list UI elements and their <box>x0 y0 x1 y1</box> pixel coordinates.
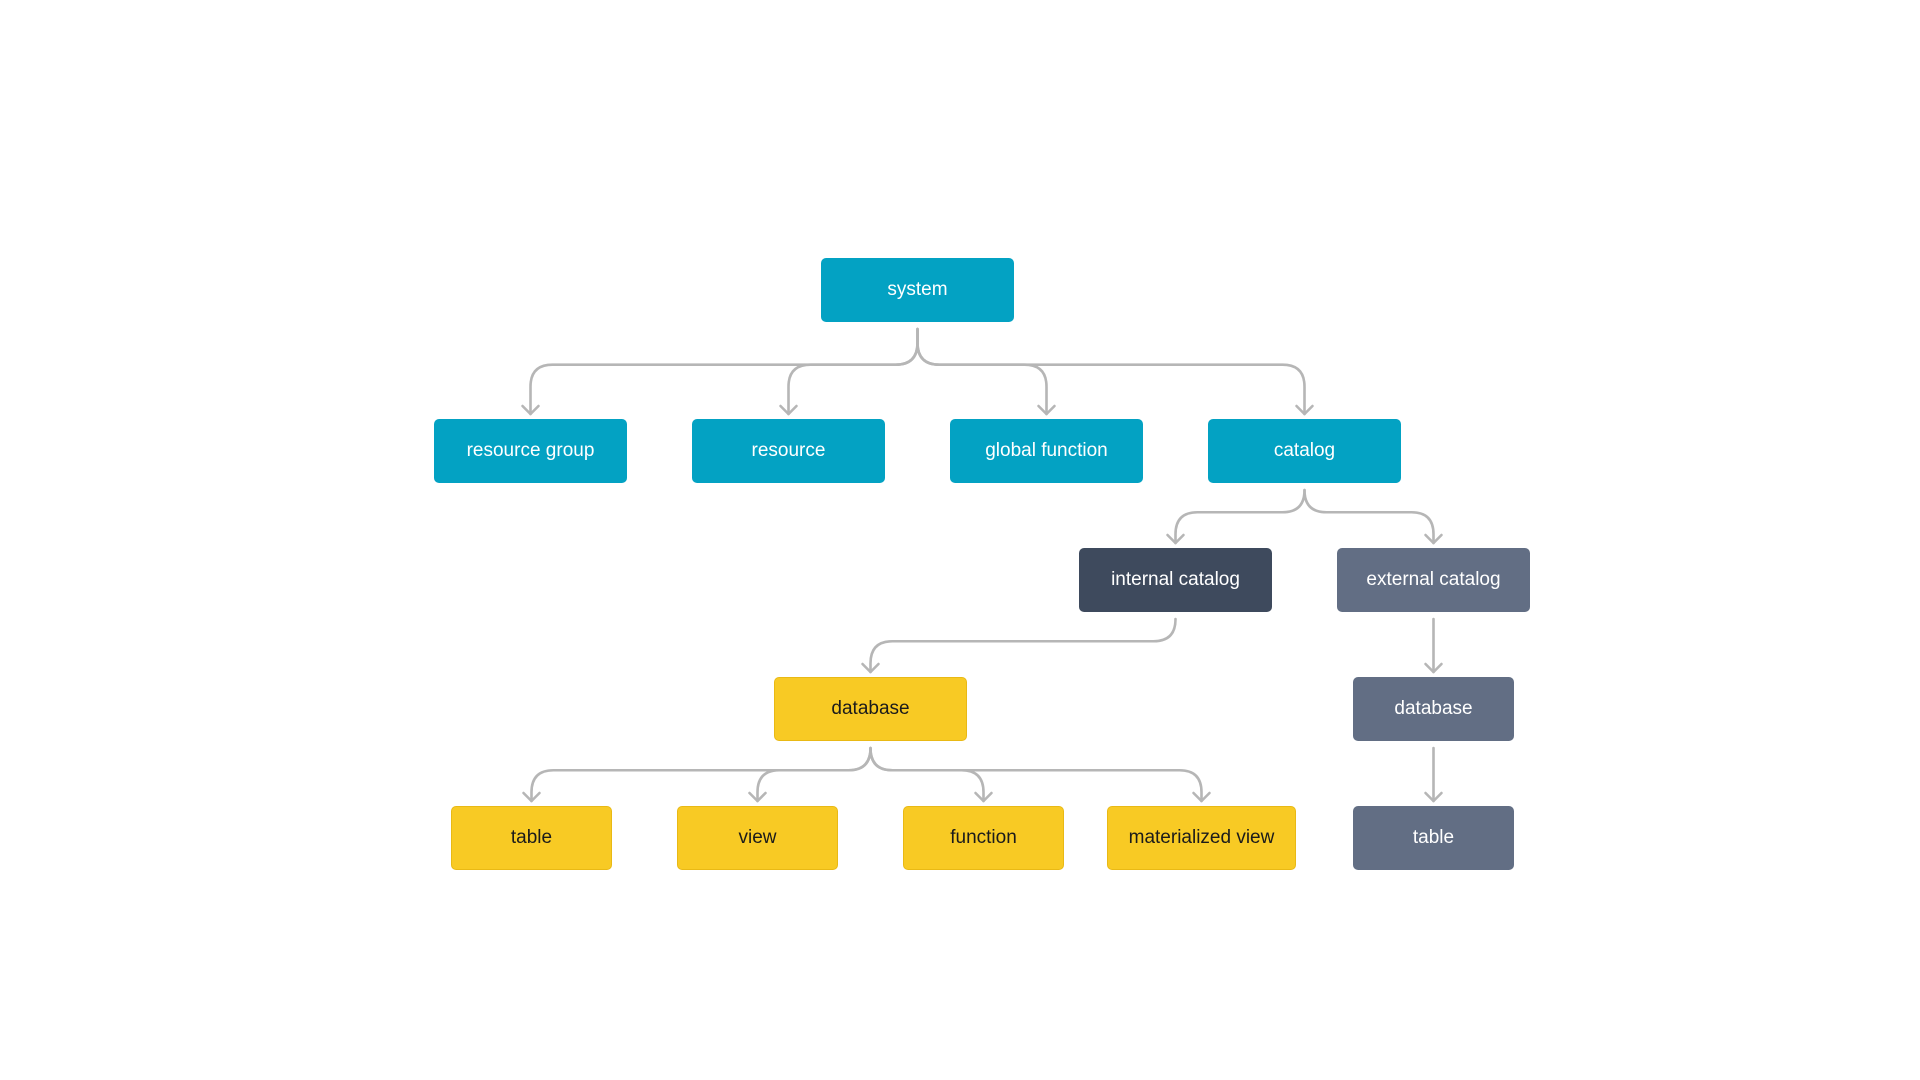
arrowhead-function <box>974 791 993 803</box>
connector-catalog-to-internal_catalog <box>1174 488 1306 545</box>
connector-database_internal-to-function <box>869 746 985 803</box>
view-node: view <box>677 806 838 870</box>
arrowhead-database_external <box>1424 662 1443 674</box>
global-function-node: global function <box>950 419 1143 483</box>
connector-database_internal-to-table_internal <box>530 746 872 803</box>
system-node: system <box>821 258 1014 322</box>
arrowhead-database_internal <box>861 662 880 674</box>
arrowhead-catalog <box>1295 404 1314 416</box>
connector-system-to-resource_group <box>529 327 919 416</box>
external-database-node: database <box>1353 677 1514 741</box>
arrowhead-resource <box>779 404 798 416</box>
catalog-node: catalog <box>1208 419 1401 483</box>
internal-table-label: table <box>510 827 553 848</box>
function-label: function <box>950 827 1017 848</box>
connector-database_internal-to-materialized_view <box>869 746 1203 803</box>
internal-database-node: database <box>774 677 967 741</box>
materialized-view-label: materialized view <box>1128 827 1275 848</box>
global-function-label: global function <box>985 440 1108 461</box>
external-table-node: table <box>1353 806 1514 870</box>
internal-catalog-label: internal catalog <box>1111 569 1240 590</box>
connector-catalog-to-external_catalog <box>1303 488 1435 545</box>
external-catalog-node: external catalog <box>1337 548 1530 612</box>
arrowhead-external_catalog <box>1424 533 1443 545</box>
arrowhead-view <box>748 791 767 803</box>
internal-table-node: table <box>451 806 612 870</box>
external-catalog-label: external catalog <box>1366 569 1501 590</box>
connector-internal_catalog-to-database_internal <box>869 617 1177 674</box>
arrowhead-table_external <box>1424 791 1443 803</box>
view-label: view <box>738 827 777 848</box>
arrowhead-materialized_view <box>1192 791 1211 803</box>
arrowhead-table_internal <box>522 791 541 803</box>
connector-system-to-resource <box>787 327 919 416</box>
arrowhead-resource_group <box>521 404 540 416</box>
connector-system-to-global_function <box>916 327 1048 416</box>
connector-database_internal-to-view <box>756 746 872 803</box>
resource-group-label: resource group <box>466 440 595 461</box>
system-label: system <box>887 279 948 300</box>
external-table-label: table <box>1412 827 1455 848</box>
connector-system-to-catalog <box>916 327 1306 416</box>
external-database-label: database <box>1394 698 1473 719</box>
arrowhead-internal_catalog <box>1166 533 1185 545</box>
arrowhead-global_function <box>1037 404 1056 416</box>
internal-catalog-node: internal catalog <box>1079 548 1272 612</box>
function-node: function <box>903 806 1064 870</box>
resource-label: resource <box>751 440 826 461</box>
catalog-label: catalog <box>1273 440 1336 461</box>
internal-database-label: database <box>831 698 910 719</box>
resource-group-node: resource group <box>434 419 627 483</box>
resource-node: resource <box>692 419 885 483</box>
materialized-view-node: materialized view <box>1107 806 1296 870</box>
